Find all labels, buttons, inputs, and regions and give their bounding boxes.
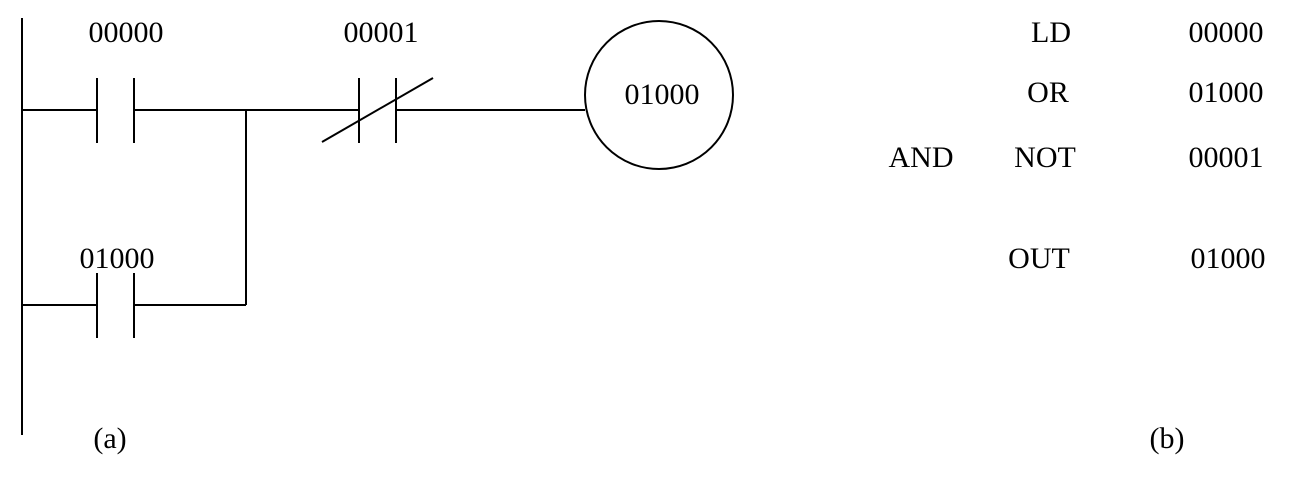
contact-nc-00001 [321,77,434,143]
instr-operand-4: 01000 [1191,242,1266,275]
instr-op-1: LD [1031,16,1071,49]
contact-label-2: 00001 [344,16,419,49]
instr-op-2: OR [1027,76,1069,109]
instr-operand-3: 00001 [1189,141,1264,174]
nc-slash [321,77,434,143]
instr-operand-1: 00000 [1189,16,1264,49]
caption-b: (b) [1150,422,1185,455]
coil-label: 01000 [625,78,700,111]
contact-label-3: 01000 [80,242,155,275]
output-coil [584,20,734,170]
caption-a: (a) [93,422,126,455]
instr-prefix-3: AND [889,141,954,174]
instruction-list: LD 00000 OR 01000 AND NOT 00001 OUT 0100… [889,16,1266,275]
instr-operand-2: 01000 [1189,76,1264,109]
contact-label-1: 00000 [89,16,164,49]
contact-no-00000 [96,78,135,143]
instr-op-4: OUT [1008,242,1070,275]
contact-no-01000 [96,273,135,338]
instr-op-3: NOT [1014,141,1076,174]
